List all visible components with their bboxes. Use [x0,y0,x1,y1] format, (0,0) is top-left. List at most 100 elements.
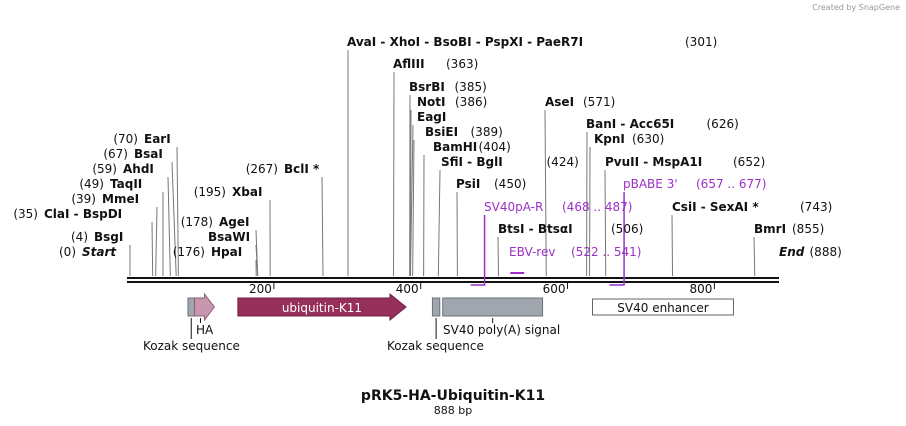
site-name: MmeI [102,192,139,206]
site-position: (363) [446,57,478,71]
site-line [171,161,177,277]
plasmid-title: pRK5-HA-Ubiquitin-K11 [361,388,545,404]
site-name: BanI - Acc65I [586,117,674,131]
primer-bar [470,215,486,286]
site-position: (59) [92,162,117,176]
site-position: (506) [611,222,643,236]
site-position: (385) [455,80,487,94]
site-name: BsaI [134,147,163,161]
feature-arrow [194,292,216,322]
site-name: HpaI [211,245,242,259]
site-name: BtsI - BtsαI [498,222,573,236]
site-position: (4) [71,230,88,244]
feature-box-outline [592,298,734,316]
site-name: TaqII [110,177,142,191]
site-position: (652) [733,155,765,169]
site-line [255,229,259,277]
site-position: (386) [455,95,487,109]
site-position: (571) [583,95,615,109]
site-name: AflIII [393,57,425,71]
site-position: (301) [685,35,717,49]
site-line [497,236,500,277]
site-name: AgeI [219,215,249,229]
site-line [155,206,158,277]
credit-text: Created by SnapGene [812,3,900,12]
site-line [544,109,547,277]
site-name: BsaWI [208,230,250,244]
site-name: ClaI - BspDI [44,207,122,221]
primer-range: (657 .. 677) [696,177,766,191]
feature-label: ubiquitin-K11 [282,301,362,315]
site-name: AvaI - XhoI - BsoBI - PspXI - PaeR7I [347,35,583,49]
site-name: BsrBI [409,80,445,94]
site-name: BmrI [754,222,786,236]
site-position: (855) [792,222,824,236]
site-position: (389) [471,125,503,139]
site-position: (888) [810,245,842,259]
site-name: EagI [417,110,446,124]
site-name: BclI * [284,162,320,176]
site-lines [129,49,756,277]
site-position: (70) [113,132,138,146]
site-name: Start [82,245,117,259]
site-name: XbaI [232,185,262,199]
site-position: (178) [181,215,213,229]
primer-name: pBABE 3' [623,177,678,191]
site-name: AseI [545,95,574,109]
ruler-ticks: 200 400 600 800 [249,282,715,296]
primer-bar [609,192,625,286]
feature-label: Kozak sequence [387,339,484,353]
site-name: NotI [417,95,446,109]
site-line [437,169,441,277]
backbone [127,277,779,283]
site-name: BsiEI [425,125,458,139]
site-position: (195) [194,185,226,199]
plasmid-length: 888 bp [434,404,472,417]
site-name: PsiI [456,177,480,191]
site-line [412,139,415,277]
feature-label: SV40 enhancer [617,301,708,315]
site-line [409,124,414,277]
feature-box [187,297,196,317]
site-line [321,176,324,277]
site-position: (49) [79,177,104,191]
site-name: EarI [144,132,171,146]
feature-label: SV40 poly(A) signal [443,323,560,337]
site-position: (404) [479,140,511,154]
primer-name: EBV-rev [509,245,555,259]
feature-label: HA [196,323,214,337]
site-name: End [779,245,805,259]
site-line [671,214,674,277]
site-line [167,176,171,277]
primer-range: (522 .. 541) [571,245,641,259]
site-position: (67) [103,147,128,161]
primers: SV40pA-R (468 .. 487) EBV-rev (522 .. 541) p… [470,177,766,286]
primer-name: SV40pA-R [484,200,543,214]
tick-label: 400 [396,282,419,296]
primer-range: (468 .. 487) [562,200,632,214]
site-name: CsiI - SexAI * [672,200,759,214]
site-line [151,221,154,277]
site-line [176,146,179,277]
site-name: PvuII - MspA1I [605,155,702,169]
site-position: (450) [494,177,526,191]
site-line [604,169,607,277]
site-name: BsgI [94,230,123,244]
tick-label: 800 [689,282,712,296]
site-name: KpnI [594,132,625,146]
site-position: (0) [59,245,76,259]
site-position: (267) [246,162,278,176]
site-line [753,236,756,277]
site-position: (630) [632,132,664,146]
feature-label: Kozak sequence [143,339,240,353]
tick-label: 600 [543,282,566,296]
tick-label: 200 [249,282,272,296]
site-position: (39) [71,192,96,206]
site-name: AhdI [123,162,154,176]
site-name: SfiI - BglI [441,155,503,169]
site-position: (176) [173,245,205,259]
site-labels: Start(0)BsgI(4)ClaI - BspDI(35)MmeI(39)T… [13,35,841,259]
site-position: (743) [800,200,832,214]
